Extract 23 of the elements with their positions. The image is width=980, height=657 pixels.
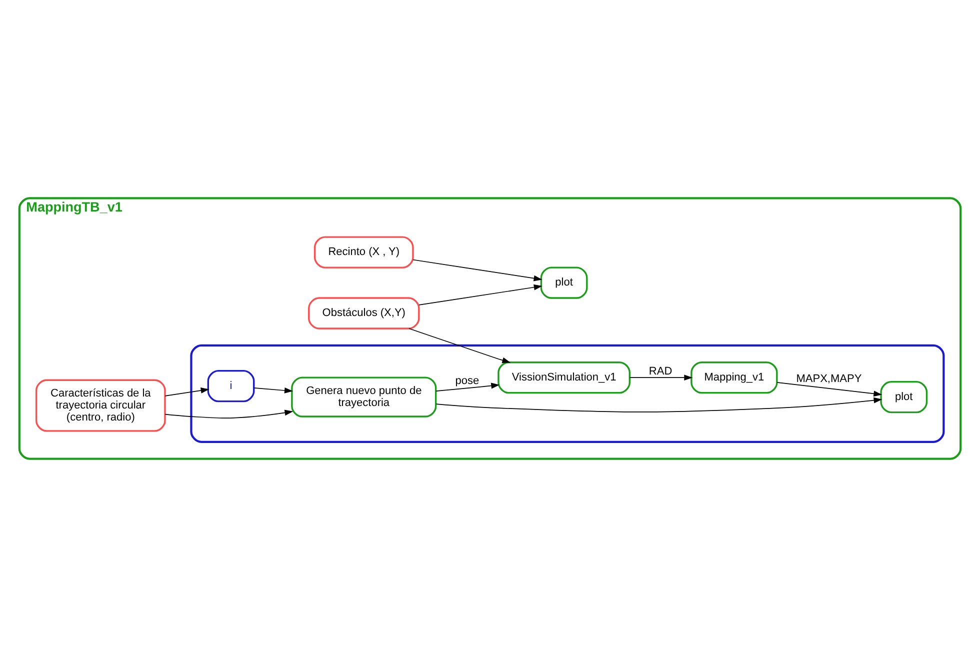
arrow <box>629 374 693 381</box>
edge-label: RAD <box>648 366 672 378</box>
node-box: VissionSimulation_v1 <box>498 362 630 394</box>
node-box: Obstáculos (X,Y) <box>308 297 420 330</box>
node-box: Mapping_v1 <box>690 362 778 394</box>
arrow <box>164 410 294 418</box>
node-box: Características de la trayectoria circular (centro, radio) <box>35 379 166 432</box>
node-box: Genera nuevo punto de trayectoria <box>291 376 437 418</box>
arrow <box>436 397 882 412</box>
node-box: plot <box>540 266 588 299</box>
arrow <box>418 284 542 306</box>
arrow <box>408 328 511 364</box>
arrow <box>436 382 500 392</box>
edge-label: pose <box>455 374 480 387</box>
node-box: Recinto (X , Y) <box>314 236 414 268</box>
arrow <box>164 388 210 396</box>
cluster <box>190 344 945 443</box>
edge-label: MAPX,MAPY <box>796 373 862 386</box>
node-box: plot <box>880 380 928 414</box>
arrow <box>412 259 542 282</box>
arrow <box>776 382 882 397</box>
arrow <box>254 388 293 394</box>
node-box: i <box>207 370 255 402</box>
